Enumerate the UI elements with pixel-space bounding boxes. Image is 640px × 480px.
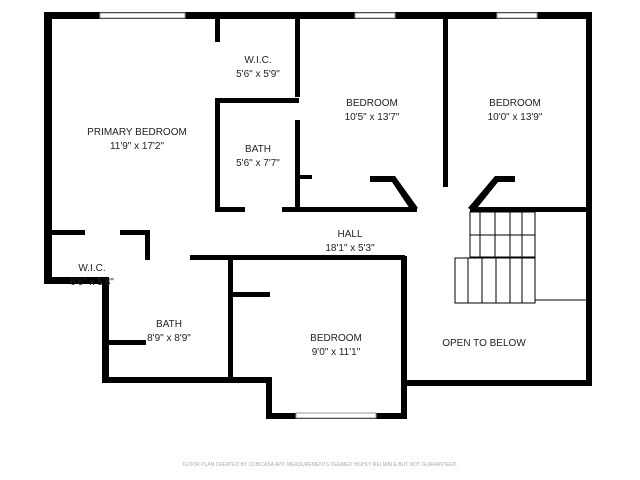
room-size: 11'9" x 17'2" xyxy=(110,141,165,152)
room-size: 9'0" x 11'1" xyxy=(312,347,361,358)
room-size: 6'6" x 5'8" xyxy=(70,277,114,288)
room-size: 5'6" x 7'7" xyxy=(236,158,280,169)
room-name: HALL xyxy=(337,229,362,240)
footer-disclaimer: FLOOR PLAN CREATED BY CUBICASA APP. MEAS… xyxy=(183,462,458,468)
room-name: BEDROOM xyxy=(489,98,541,109)
room-name: BEDROOM xyxy=(346,98,398,109)
stairs xyxy=(454,211,586,304)
room-name: OPEN TO BELOW xyxy=(442,338,526,349)
room-labels: PRIMARY BEDROOM 11'9" x 17'2" W.I.C. 5'6… xyxy=(70,55,543,358)
room-name: BEDROOM xyxy=(310,333,362,344)
windows xyxy=(99,12,538,419)
room-name: BATH xyxy=(156,319,182,330)
room-size: 8'9" x 8'9" xyxy=(147,333,191,344)
room-name: W.I.C. xyxy=(78,263,105,274)
room-name: W.I.C. xyxy=(244,55,271,66)
room-name: BATH xyxy=(245,144,271,155)
room-size: 18'1" x 5'3" xyxy=(325,243,375,254)
room-size: 10'5" x 13'7" xyxy=(345,112,400,123)
room-size: 10'0" x 13'9" xyxy=(488,112,543,123)
room-size: 5'6" x 5'9" xyxy=(236,69,280,80)
room-name: PRIMARY BEDROOM xyxy=(87,127,187,138)
